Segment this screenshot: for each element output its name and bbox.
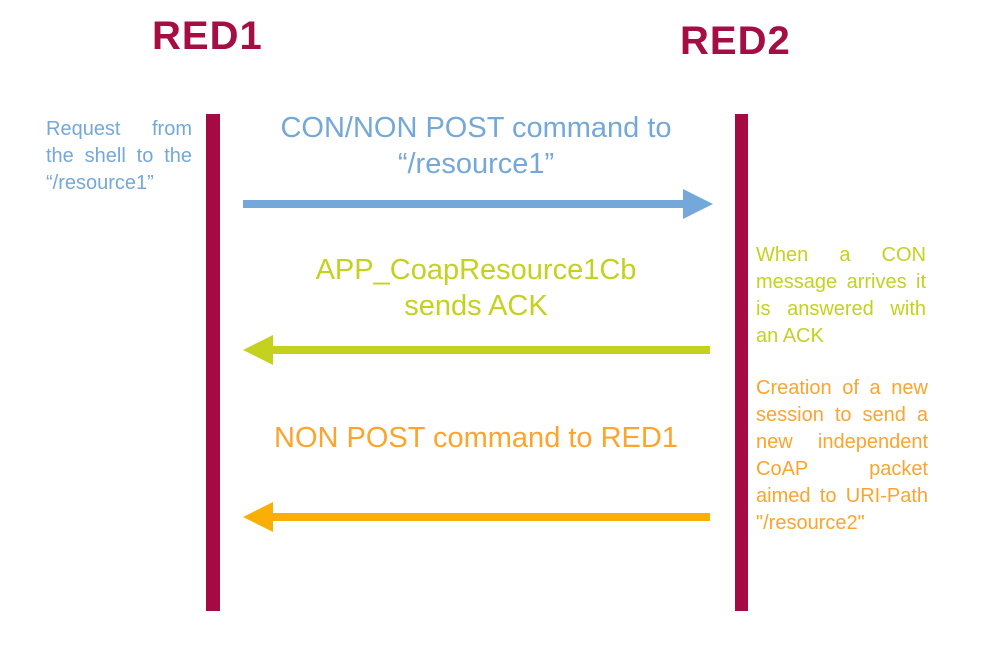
message-label-app-coapresource1cb: APP_CoapResource1Cb sends ACK xyxy=(315,254,637,322)
actor-title-red1: RED1 xyxy=(152,14,263,58)
note-con-answered-with-ack: When a CON message arrives it is answere… xyxy=(756,244,926,347)
arrow-head-left-icon xyxy=(243,335,273,365)
arrow-left-ack xyxy=(243,335,710,365)
note-request-from-shell: Request from the shell to the “/resource… xyxy=(46,118,192,194)
arrow-shaft xyxy=(273,346,710,354)
arrow-head-right-icon xyxy=(683,189,713,219)
arrow-left-non-post xyxy=(243,502,710,532)
lifeline-red2 xyxy=(735,114,748,611)
lifeline-red1 xyxy=(206,114,220,611)
actor-title-red2: RED2 xyxy=(680,19,791,63)
note-new-session-coap-packet: Creation of a new session to send a new … xyxy=(756,377,928,534)
arrow-shaft xyxy=(273,513,710,521)
arrow-right-con-non-post xyxy=(243,189,713,219)
message-label-con-non-post: CON/NON POST command to “/resource1” xyxy=(280,112,672,180)
arrow-shaft xyxy=(243,200,683,208)
arrow-head-left-icon xyxy=(243,502,273,532)
message-label-non-post-to-red1: NON POST command to RED1 xyxy=(274,422,678,454)
